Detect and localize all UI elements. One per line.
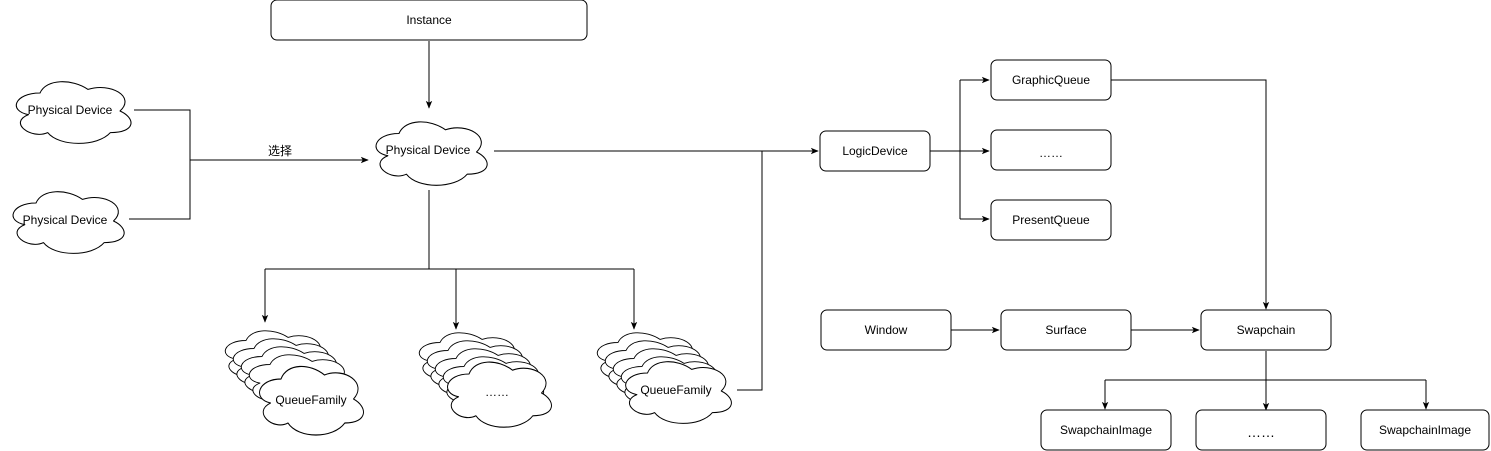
node-swapchain-image-middle[interactable]: …… xyxy=(1195,409,1327,451)
node-swapchain-image-right[interactable]: SwapchainImage xyxy=(1360,409,1490,451)
physical-device-bottom-label: Physical Device xyxy=(23,213,108,227)
node-queue-family-middle[interactable]: …… xyxy=(418,332,553,428)
physical-device-selected-label: Physical Device xyxy=(386,143,471,157)
edge-graphic-queue-to-swapchain xyxy=(1111,79,1270,310)
physical-device-top-label: Physical Device xyxy=(28,103,113,117)
node-physical-device-bottom[interactable]: Physical Device xyxy=(12,191,125,254)
logic-device-label: LogicDevice xyxy=(842,144,908,158)
node-physical-device-top[interactable]: Physical Device xyxy=(15,81,132,144)
swapchain-label: Swapchain xyxy=(1237,323,1296,337)
queue-ellipsis-label: …… xyxy=(1039,146,1063,160)
edge-queue-family-to-logic-device xyxy=(737,151,763,391)
instance-label: Instance xyxy=(406,13,452,27)
node-window[interactable]: Window xyxy=(820,309,952,351)
node-graphic-queue[interactable]: GraphicQueue xyxy=(990,59,1112,101)
swapchain-image-left-label: SwapchainImage xyxy=(1060,423,1152,437)
node-physical-device-selected[interactable]: Physical Device xyxy=(375,121,488,186)
node-swapchain-image-left[interactable]: SwapchainImage xyxy=(1040,409,1172,451)
surface-label: Surface xyxy=(1045,323,1087,337)
queue-family-middle-label: …… xyxy=(485,385,509,399)
edge-physical-device-top-merge xyxy=(134,109,191,160)
node-surface[interactable]: Surface xyxy=(1000,309,1132,351)
edge-physical-device-bottom-merge xyxy=(129,160,191,220)
queue-family-right-label: QueueFamily xyxy=(640,383,711,397)
node-instance[interactable]: Instance xyxy=(270,0,588,41)
swapchain-image-middle-label: …… xyxy=(1247,424,1275,440)
queue-family-left-label: QueueFamily xyxy=(275,393,346,407)
swapchain-image-right-label: SwapchainImage xyxy=(1379,423,1471,437)
node-logic-device[interactable]: LogicDevice xyxy=(819,130,931,172)
node-swapchain[interactable]: Swapchain xyxy=(1200,309,1332,351)
window-label: Window xyxy=(865,323,908,337)
node-present-queue[interactable]: PresentQueue xyxy=(990,199,1112,241)
select-edge-label: 选择 xyxy=(268,144,292,158)
node-queue-family-left[interactable]: QueueFamily xyxy=(224,330,365,436)
node-queue-family-right[interactable]: QueueFamily xyxy=(596,332,732,424)
node-queue-ellipsis[interactable]: …… xyxy=(990,129,1112,171)
edges: 选择 xyxy=(129,41,1430,411)
present-queue-label: PresentQueue xyxy=(1012,213,1090,227)
graphic-queue-label: GraphicQueue xyxy=(1012,73,1090,87)
